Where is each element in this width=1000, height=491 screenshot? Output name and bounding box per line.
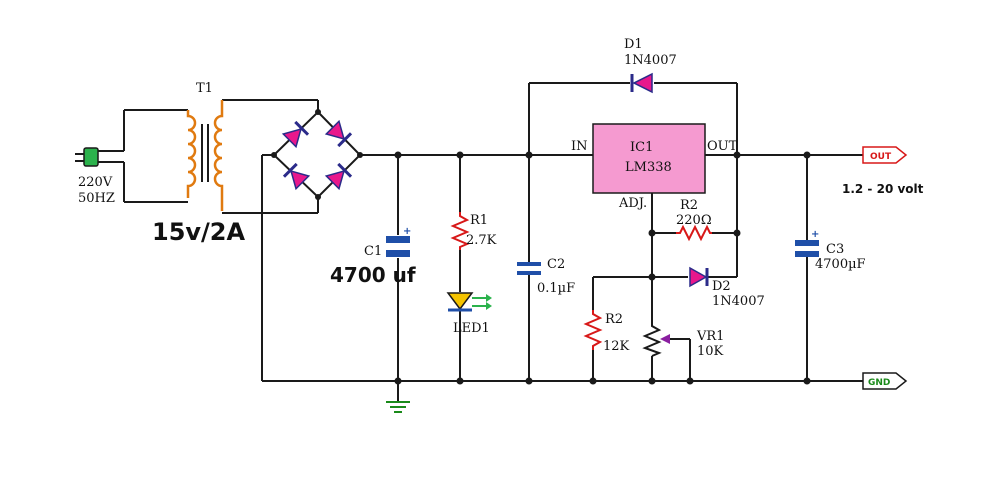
regulator-ic1 <box>592 123 706 194</box>
bridge-diode-icon <box>324 162 353 191</box>
ic-pin-adj-label: ADJ. <box>618 196 647 211</box>
transformer-ref-label: T1 <box>196 81 213 96</box>
c3-value-label: 4700µF <box>815 257 866 272</box>
bridge-rectifier <box>271 109 363 200</box>
out-tag-label: OUT <box>870 152 892 162</box>
c1-ref-label: C1 <box>364 244 382 259</box>
gnd-terminal-tag <box>862 372 908 390</box>
bridge-diode-icon <box>281 120 310 149</box>
ground-icon <box>386 401 410 413</box>
capacitor-c1-icon: + <box>386 226 411 257</box>
c2-ref-label: C2 <box>547 257 565 272</box>
resistor-r2-top-icon <box>676 224 712 242</box>
d2-ref-label: D2 <box>712 279 731 294</box>
c3-ref-label: C3 <box>826 242 844 257</box>
svg-text:+: + <box>811 229 819 240</box>
diode-d1-icon <box>630 72 653 94</box>
c1-value-label: 4700 uf <box>330 263 416 287</box>
ic-pin-out-label: OUT <box>707 139 738 154</box>
bridge-diode-icon <box>282 162 311 191</box>
potentiometer-vr1-icon <box>642 323 670 357</box>
ic-ref-label: IC1 <box>630 140 653 155</box>
r2-top-value-label: 220Ω <box>676 213 712 228</box>
r1-ref-label: R1 <box>470 213 488 228</box>
capacitor-c2-icon <box>517 262 541 275</box>
d1-ref-label: D1 <box>624 37 643 52</box>
led-ref-label: LED1 <box>453 321 490 336</box>
r2-top-ref-label: R2 <box>680 198 698 213</box>
input-frequency-label: 50HZ <box>78 191 115 206</box>
vr1-ref-label: VR1 <box>696 329 724 344</box>
vr1-value-label: 10K <box>697 344 724 359</box>
out-terminal-tag <box>862 146 908 164</box>
transformer-rating-label: 15v/2A <box>152 218 246 246</box>
input-voltage-label: 220V <box>78 175 113 190</box>
led-icon <box>446 292 492 312</box>
ic-part-label: LM338 <box>625 160 672 175</box>
r2-bottom-value-label: 12K <box>603 339 630 354</box>
bridge-diode-icon <box>324 119 353 148</box>
capacitor-c3-icon: + <box>795 229 819 257</box>
r1-value-label: 2.7K <box>466 233 497 248</box>
ic-pin-in-label: IN <box>571 139 588 154</box>
d2-part-label: 1N4007 <box>712 294 765 309</box>
diode-d2-icon <box>689 266 709 288</box>
c2-value-label: 0.1µF <box>537 281 575 296</box>
transformer-t1 <box>186 100 224 211</box>
d1-part-label: 1N4007 <box>624 53 677 68</box>
resistor-r2-bottom-icon <box>583 310 603 350</box>
resistor-r1-icon <box>450 212 470 250</box>
r2-bottom-ref-label: R2 <box>605 312 623 327</box>
gnd-tag-label: GND <box>868 378 890 388</box>
output-range-label: 1.2 - 20 volt <box>842 182 924 196</box>
svg-text:+: + <box>403 226 411 237</box>
junction-dots <box>394 151 811 385</box>
wires <box>75 82 863 402</box>
power-plug-icon <box>83 147 99 167</box>
